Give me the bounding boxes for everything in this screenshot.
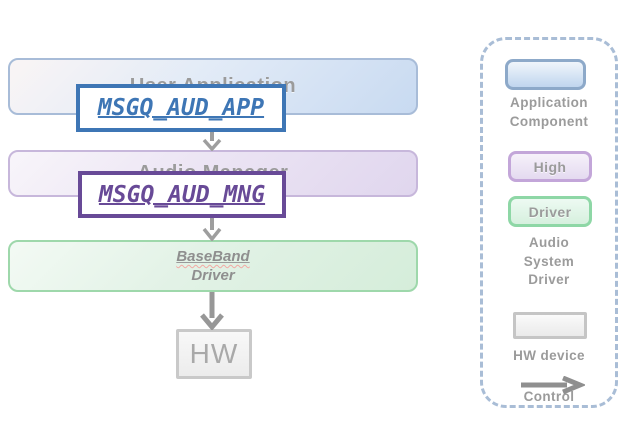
down-arrow-icon (202, 218, 222, 241)
legend-application-line2: Component (509, 114, 589, 129)
legend-high-chip: High (508, 151, 592, 182)
legend-hw-device-chip (513, 312, 587, 339)
baseband-line1: BaseBand (176, 248, 250, 265)
hw-box: HW (176, 329, 252, 379)
legend-audio-system-driver-caption: Audio System Driver (483, 234, 615, 290)
legend-panel: Application Component High Driver Audio … (480, 37, 618, 408)
down-arrow-icon (202, 131, 222, 151)
legend-driver-label: Driver (528, 203, 572, 220)
legend-asd-line3: Driver (528, 272, 570, 287)
legend-asd-line2: System (523, 253, 575, 269)
legend-high-label: High (533, 158, 567, 175)
right-arrow-icon (521, 376, 585, 394)
legend-control-caption: Control (523, 389, 575, 404)
legend-application-caption: Application Component (483, 93, 615, 131)
legend-asd-line1: Audio (528, 235, 570, 250)
legend-driver-chip: Driver (508, 196, 592, 227)
legend-hw-device-caption: HW device (513, 348, 585, 363)
legend-application-chip (505, 59, 586, 90)
driver-line2: Driver (191, 267, 235, 284)
baseband-label: BaseBand (176, 247, 249, 266)
down-arrow-icon (200, 292, 224, 330)
msgq-aud-mng-badge: MSGQ_AUD_MNG (78, 171, 286, 218)
layer-baseband-driver: BaseBand Driver (8, 240, 418, 292)
hw-label: HW (189, 338, 239, 369)
legend-application-line1: Application (510, 95, 588, 110)
msgq-aud-app-badge: MSGQ_AUD_APP (76, 84, 286, 132)
